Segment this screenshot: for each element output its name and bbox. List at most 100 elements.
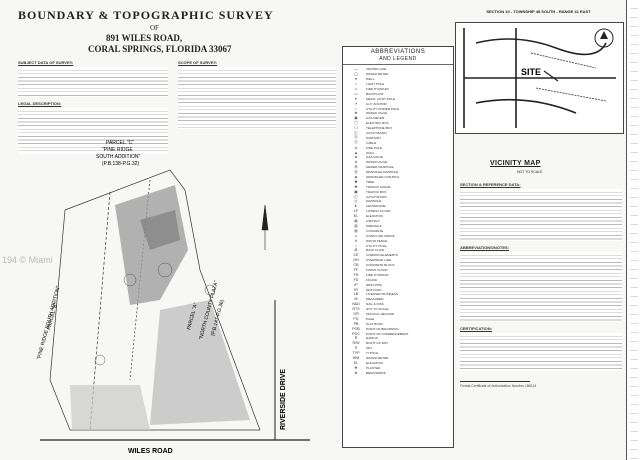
legend-item: ⊗GAS VALVE bbox=[346, 155, 450, 160]
legend-symbol-icon: S bbox=[354, 346, 358, 351]
legend-panel: ABBREVIATIONS AND LEGEND —CENTER LINE◯WA… bbox=[342, 46, 454, 448]
legend-item: FH FIRE HYDRANT bbox=[346, 272, 450, 277]
wiles-road-label: WILES ROAD bbox=[128, 448, 173, 455]
legend-header: ABBREVIATIONS AND LEGEND bbox=[343, 47, 453, 65]
legend-item: ▤ASPHALT bbox=[346, 219, 450, 224]
parcel-c-name: "PINE RIDGE bbox=[102, 147, 133, 153]
legend-symbol-icon: ⊙ bbox=[354, 145, 358, 150]
legend-item: ↗GUY ANCHOR bbox=[346, 101, 450, 106]
legend-symbol-icon: ✚ bbox=[354, 184, 358, 189]
site-pointer-arrow bbox=[543, 70, 559, 82]
legend-symbol-icon: ✺ bbox=[354, 179, 358, 184]
legend-item-label: WELL bbox=[366, 77, 375, 82]
legend-symbol-icon: ▥ bbox=[354, 223, 358, 228]
tree-symbol bbox=[204, 284, 216, 296]
tree-symbol bbox=[94, 354, 106, 366]
notes-left-column: SUBJECT DATA OF SURVEY: LEGAL DESCRIPTIO… bbox=[18, 60, 168, 154]
legend-item: ⊕WATER VALVE bbox=[346, 111, 450, 116]
legend-symbol-icon: OR bbox=[353, 311, 359, 316]
site-label: SITE bbox=[521, 67, 541, 77]
legend-item-label: FOUND bbox=[366, 277, 377, 282]
legend-item: ▣GAS METER bbox=[346, 116, 450, 121]
legend-item-label: POINT OF COMMENCEMENT bbox=[366, 331, 409, 336]
legend-item-label: WOOD FENCE bbox=[366, 238, 388, 243]
legend-symbol-icon: ☼ bbox=[354, 82, 358, 87]
legend-item-label: WATER VALVE bbox=[366, 111, 388, 116]
legend-symbol-icon: ✦ bbox=[354, 96, 358, 101]
legend-item: ▦TRAFFIC BOX bbox=[346, 189, 450, 194]
legend-item-label: BACKFLOW bbox=[366, 91, 384, 96]
legend-item-label: METAL LIGHT POLE bbox=[366, 96, 395, 101]
legend-item: ▭ BACKFLOW bbox=[346, 91, 450, 96]
legend-item: ☘PLANTER bbox=[346, 365, 450, 370]
legend-item-label: SIGN bbox=[366, 150, 374, 155]
legend-symbol-icon: FH bbox=[353, 272, 359, 277]
legend-item: ◫CATCH BASIN bbox=[346, 194, 450, 199]
legend-item-label: UTILITY POLE bbox=[366, 243, 387, 248]
legend-symbol-icon: LB bbox=[353, 292, 359, 297]
tree-symbol bbox=[157, 262, 173, 278]
legend-symbol-icon: ℄ bbox=[354, 204, 358, 209]
legend-symbol-icon: ◇ bbox=[354, 87, 358, 91]
legend-symbol-icon: M bbox=[354, 297, 358, 302]
legend-symbol-icon: ● bbox=[354, 77, 358, 82]
legend-item-label: CATCH BASIN bbox=[366, 194, 387, 199]
legend-symbol-icon: ⊘ bbox=[354, 160, 358, 165]
legend-item-label: OVERHEAD LINE bbox=[366, 258, 392, 263]
notes-left-heading-1: SUBJECT DATA OF SURVEY: bbox=[18, 60, 74, 65]
parcel-c-plat: (P.B.138-P.G.32) bbox=[102, 161, 139, 167]
legend-symbol-icon: WM bbox=[352, 355, 360, 360]
legend-item: ▥SIDEWALK bbox=[346, 224, 450, 229]
legend-symbol-icon: Ⓢ bbox=[354, 135, 358, 140]
legend-item: ▢ELECTRIC BOX bbox=[346, 121, 450, 126]
legend-item: ◫CATCH BASIN bbox=[346, 131, 450, 136]
legend-symbol-icon: ▭ bbox=[354, 91, 358, 96]
legend-item: ✺TREE bbox=[346, 179, 450, 184]
legend-item-label: CONCRETE BLOCK bbox=[366, 263, 395, 268]
legend-item-label: TRAFFIC SIGNAL bbox=[366, 184, 392, 189]
legend-item: ◇FIRE HYDRANT bbox=[346, 87, 450, 92]
legend-item-label: LOWEST FLOOR bbox=[366, 209, 391, 214]
legend-item-label: MANHOLE bbox=[366, 199, 382, 204]
legend-symbol-icon: CB bbox=[353, 263, 359, 268]
vicinity-map: SITE bbox=[455, 22, 624, 134]
tree-symbol bbox=[123, 273, 137, 287]
legend-symbol-icon: IR bbox=[354, 287, 358, 292]
legend-item-label: SPRINKLER CONTROL bbox=[366, 175, 400, 180]
legend-item-label: SEWER MANHOLE bbox=[366, 165, 394, 170]
vicinity-map-subtitle: NOT TO SCALE bbox=[517, 170, 543, 174]
survey-title-block: BOUNDARY & TOPOGRAPHIC SURVEY OF 891 WIL… bbox=[10, 8, 340, 54]
legend-item-label: WATER METER bbox=[366, 72, 389, 77]
parcel-c-label: PARCEL "C" bbox=[106, 140, 134, 146]
legend-item: ◎MANHOLE bbox=[346, 199, 450, 204]
legend-item: ◯WATER METER bbox=[346, 72, 450, 77]
legend-symbol-icon: Ⓜ bbox=[354, 164, 358, 169]
vicinity-map-drawing: SITE bbox=[463, 28, 616, 128]
legend-symbol-icon: PB bbox=[353, 321, 359, 326]
legend-symbol-icon: ⊞ bbox=[354, 248, 358, 253]
roof-area bbox=[140, 210, 180, 250]
legend-item-label: CATCH BASIN bbox=[366, 131, 387, 136]
legend-symbol-icon: LF bbox=[353, 209, 359, 214]
legend-symbol-icon: PG bbox=[353, 316, 359, 321]
legend-item: ✦ METAL LIGHT POLE bbox=[346, 96, 450, 101]
legend-item: S SET bbox=[346, 346, 450, 351]
north-arrow bbox=[261, 204, 269, 250]
firm-certificate: Florida Certificate of Authorization Num… bbox=[460, 384, 537, 388]
legend-symbol-icon: Ⓓ bbox=[354, 169, 358, 174]
legend-item-label: CHAIN LINK FENCE bbox=[366, 233, 395, 238]
parking-area bbox=[150, 300, 250, 425]
legend-item: ▲SIGN bbox=[346, 150, 450, 155]
legend-item-label: SET bbox=[366, 346, 373, 351]
notes-mid-column: SCOPE OF SURVEY: bbox=[178, 60, 336, 129]
north-arrow-icon bbox=[600, 31, 608, 39]
legend-item-label: FINISH FLOOR bbox=[366, 267, 388, 272]
legend-item-label: FIRE HYDRANT bbox=[366, 272, 389, 277]
notes-right-heading-3: CERTIFICATION: bbox=[460, 326, 492, 331]
